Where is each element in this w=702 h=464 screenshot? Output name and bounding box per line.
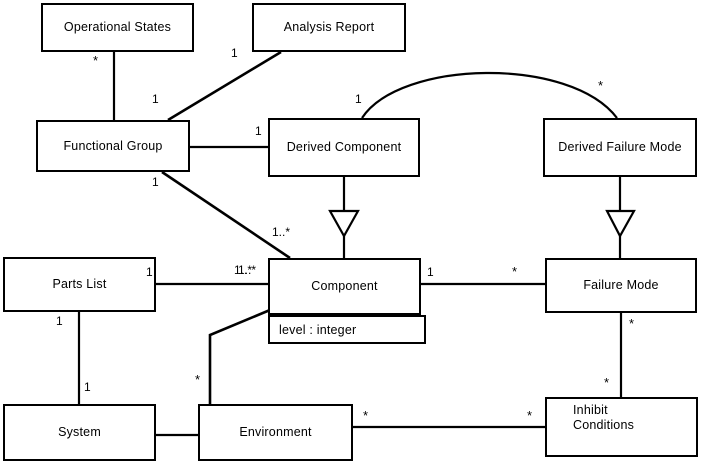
class-attributes-component[interactable]: level : integer xyxy=(268,315,426,344)
multiplicity-derived-failure-mode-arc-end: * xyxy=(598,78,604,93)
multiplicity-component-west-from-parts-list: 1..* xyxy=(234,263,253,277)
edge-functional-group-analysis-report xyxy=(167,50,282,122)
edge-component-environment xyxy=(208,308,271,404)
multiplicity-component-east-end: 1 xyxy=(427,265,434,279)
multiplicity-component-from-functional-group-lower: 1..* xyxy=(238,263,257,277)
class-name-analysis-report: Analysis Report xyxy=(283,20,375,34)
class-box-component[interactable]: Component xyxy=(268,258,421,315)
multiplicity-environment-east-end: * xyxy=(363,408,369,423)
class-box-derived-component[interactable]: Derived Component xyxy=(268,118,420,177)
class-box-parts-list[interactable]: Parts List xyxy=(3,257,156,312)
generalization-triangle-component xyxy=(328,209,360,239)
multiplicity-derived-component-west-end: 1 xyxy=(255,124,262,138)
multiplicity-system-north-end: 1 xyxy=(84,380,91,394)
class-box-derived-failure-mode[interactable]: Derived Failure Mode xyxy=(543,118,697,177)
class-name-system: System xyxy=(58,425,101,439)
class-box-operational-states[interactable]: Operational States xyxy=(41,3,194,52)
edge-functional-group-component xyxy=(161,170,291,260)
multiplicity-failure-mode-south-end: * xyxy=(629,316,635,331)
class-name-failure-mode: Failure Mode xyxy=(583,278,659,292)
class-box-failure-mode[interactable]: Failure Mode xyxy=(545,258,697,313)
class-name-environment: Environment xyxy=(239,425,312,439)
multiplicity-parts-list-south-end: 1 xyxy=(56,314,63,328)
class-name-inhibit-conditions: Inhibit Conditions xyxy=(573,403,635,432)
class-box-environment[interactable]: Environment xyxy=(198,404,353,461)
class-box-functional-group[interactable]: Functional Group xyxy=(36,120,190,172)
class-box-inhibit-conditions[interactable]: Inhibit Conditions xyxy=(545,397,698,457)
class-name-component: Component xyxy=(311,279,378,293)
multiplicity-component-from-functional-group-upper: 1..* xyxy=(272,225,291,239)
multiplicity-inhibit-conditions-west-end: * xyxy=(527,408,533,423)
class-name-functional-group: Functional Group xyxy=(63,138,163,153)
multiplicity-derived-component-arc-end: 1 xyxy=(355,92,362,106)
multiplicity-environment-north-end: * xyxy=(195,372,201,387)
edge-derived-component-derived-failure-mode xyxy=(361,71,618,119)
multiplicity-analysis-report-end: 1 xyxy=(231,46,238,60)
attribute-component-level: level : integer xyxy=(279,322,357,337)
multiplicity-operational-states-end: * xyxy=(93,53,99,68)
generalization-triangle-failure-mode xyxy=(605,209,636,239)
class-name-operational-states: Operational States xyxy=(63,20,172,34)
class-box-system[interactable]: System xyxy=(3,404,156,461)
multiplicity-parts-list-east-end: 1 xyxy=(146,265,153,279)
class-name-parts-list: Parts List xyxy=(52,277,107,291)
class-box-analysis-report[interactable]: Analysis Report xyxy=(252,3,406,52)
multiplicity-inhibit-conditions-north-end: * xyxy=(604,375,610,390)
multiplicity-functional-group-to-component-end: 1 xyxy=(152,175,159,189)
multiplicity-functional-group-to-report-end: 1 xyxy=(152,92,159,106)
class-name-derived-failure-mode: Derived Failure Mode xyxy=(558,140,682,154)
multiplicity-failure-mode-west-end: * xyxy=(512,264,518,279)
class-name-derived-component: Derived Component xyxy=(286,140,402,154)
